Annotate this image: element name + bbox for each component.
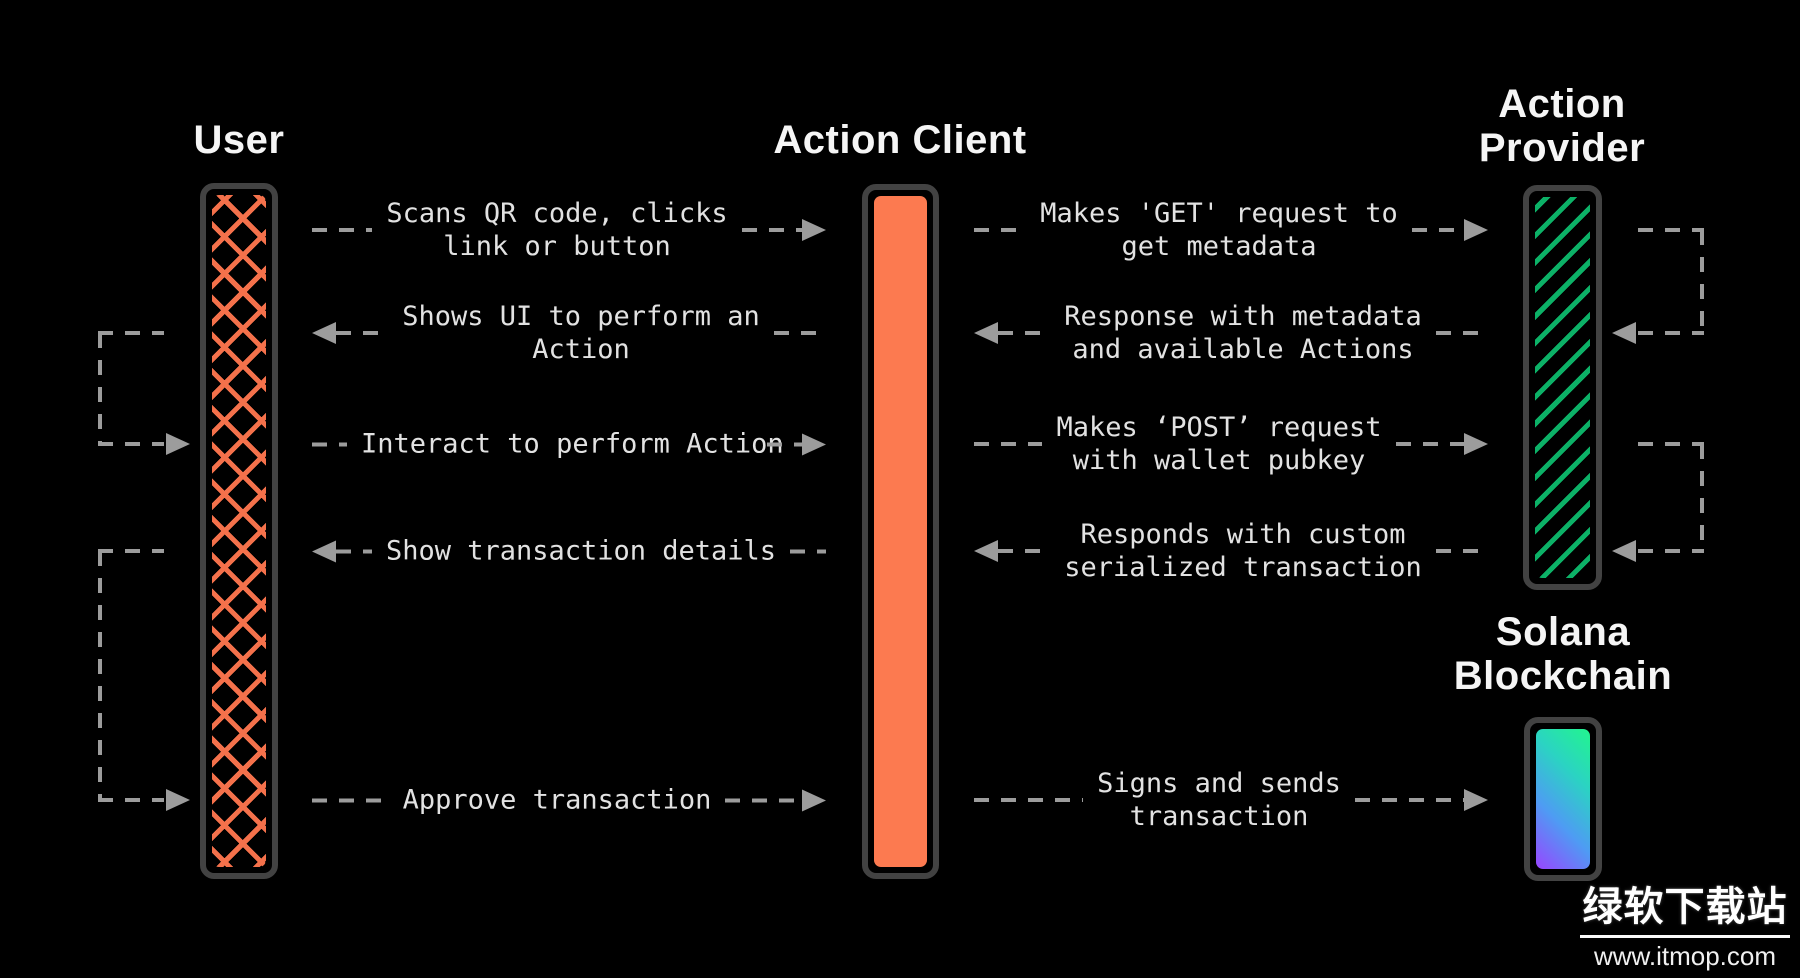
dashed-line (312, 442, 347, 446)
arrow-right-icon (1464, 219, 1488, 241)
dashed-line (312, 798, 389, 802)
arrow-left-icon (312, 322, 336, 344)
arrow-left-icon (312, 540, 336, 562)
actor-title-action-client-label: Action Client (773, 118, 1027, 162)
provider-loop-post-to-responds (1612, 442, 1704, 562)
dashed-line (974, 798, 1084, 802)
action-provider-lifeline-bar (1523, 185, 1602, 590)
dashed-line (1411, 228, 1464, 232)
dashed-line (1354, 798, 1464, 802)
arrow-right-icon (802, 433, 826, 455)
actor-title-action-provider-line2: Provider (1478, 126, 1646, 170)
arrow-right-icon (166, 789, 190, 811)
message-label: Shows UI to perform an Action (402, 301, 760, 365)
message-show-tx-details: Show transaction details (312, 535, 827, 568)
dashed-line (725, 798, 803, 802)
actor-title-action-provider-line1: Action (1498, 82, 1626, 126)
arrow-right-icon (1464, 789, 1488, 811)
user-crosshatch-pattern (212, 195, 266, 867)
dashed-line (767, 442, 802, 446)
provider-loop-get-to-response (1612, 228, 1704, 344)
dashed-line (998, 549, 1051, 553)
message-label: Makes 'GET' request to get metadata (1040, 198, 1398, 262)
dashed-line (336, 331, 389, 335)
watermark-site-name: 绿软下载站 (1582, 885, 1788, 929)
arrow-left-icon (974, 322, 998, 344)
actor-title-action-provider: Action Provider (1412, 82, 1712, 170)
solana-gradient-fill (1536, 729, 1590, 869)
message-label: Makes ‘POST’ request with wallet pubkey (1056, 412, 1382, 476)
dashed-line (741, 228, 802, 232)
message-label: Responds with custom serialized transact… (1064, 519, 1422, 583)
arrow-right-icon (802, 789, 827, 811)
message-get-request: Makes 'GET' request to get metadata (974, 197, 1488, 263)
message-interact: Interact to perform Action (312, 428, 826, 461)
actor-title-solana-blockchain: Solana Blockchain (1413, 610, 1713, 698)
dashed-line (336, 549, 372, 553)
action-provider-stripe-pattern (1535, 197, 1590, 578)
message-shows-ui: Shows UI to perform an Action (312, 300, 826, 366)
solana-blockchain-bar (1524, 717, 1602, 881)
action-client-fill (874, 196, 927, 867)
message-signs-sends-tx: Signs and sends transaction (974, 767, 1488, 833)
dashed-line (1435, 331, 1488, 335)
user-loop-shows-ui-to-interact (98, 331, 190, 455)
message-label: Response with metadata and available Act… (1064, 301, 1422, 365)
dashed-line (790, 549, 827, 553)
message-responds-serialized-tx: Responds with custom serialized transact… (974, 518, 1488, 584)
message-approve-tx: Approve transaction (312, 784, 827, 817)
dashed-line (773, 331, 826, 335)
arrow-right-icon (166, 433, 190, 455)
actor-title-user-label: User (193, 118, 285, 162)
message-post-request: Makes ‘POST’ request with wallet pubkey (974, 411, 1489, 477)
watermark-site-url: www.itmop.com (1593, 941, 1777, 971)
actor-title-user: User (89, 118, 389, 162)
actor-title-action-client: Action Client (750, 118, 1050, 162)
actor-title-solana-line1: Solana (1495, 610, 1631, 654)
message-scan-qr: Scans QR code, clicks link or button (312, 197, 826, 263)
user-lifeline-bar (200, 183, 278, 879)
arrow-left-icon (974, 540, 998, 562)
message-label: Show transaction details (385, 535, 777, 567)
user-loop-details-to-approve (98, 549, 190, 811)
message-label: Approve transaction (402, 784, 712, 816)
watermark: 绿软下载站 www.itmop.com (1578, 884, 1792, 970)
message-label: Scans QR code, clicks link or button (386, 198, 728, 262)
arrow-right-icon (1464, 433, 1489, 455)
dashed-line (1435, 549, 1488, 553)
message-label: Interact to perform Action (361, 428, 784, 460)
dashed-line (974, 228, 1027, 232)
dashed-line (1395, 442, 1465, 446)
actor-title-solana-line2: Blockchain (1453, 654, 1673, 698)
arrow-right-icon (802, 219, 826, 241)
dashed-line (312, 228, 373, 232)
watermark-divider (1580, 935, 1790, 938)
message-response-metadata: Response with metadata and available Act… (974, 300, 1488, 366)
action-client-lifeline-bar (862, 184, 939, 879)
arrow-left-icon (1612, 322, 1636, 344)
dashed-line (974, 442, 1043, 446)
dashed-line (998, 331, 1051, 335)
message-label: Signs and sends transaction (1097, 768, 1341, 832)
arrow-left-icon (1612, 540, 1636, 562)
